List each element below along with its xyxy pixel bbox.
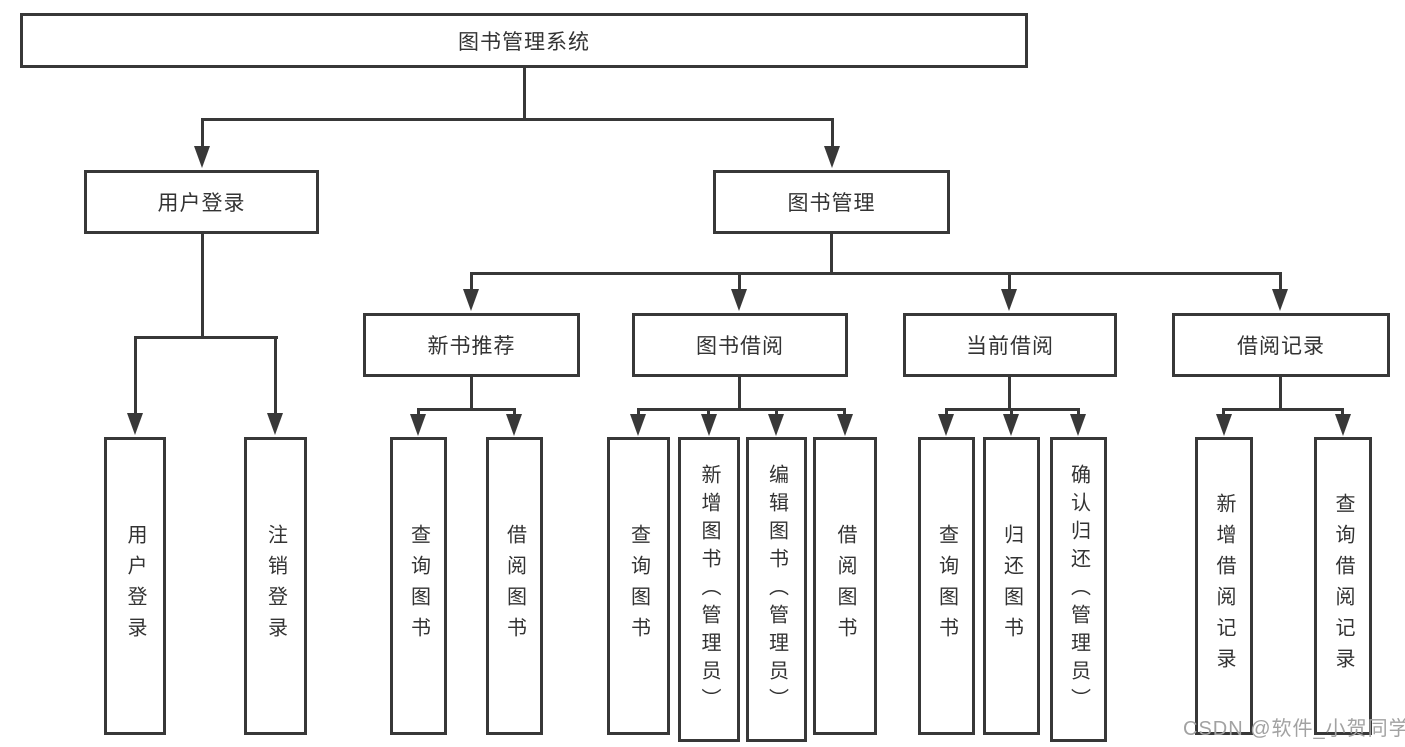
connector-drop-records — [1279, 272, 1282, 290]
arrow-r1 — [410, 414, 426, 436]
connector-root-branch — [201, 118, 834, 121]
connector-drop-borrow — [738, 272, 741, 290]
arrow-leaf-logout — [267, 413, 283, 435]
arrow-b2 — [701, 414, 717, 436]
arrow-c3 — [1070, 414, 1086, 436]
arrow-d1 — [1216, 414, 1232, 436]
connector-borrow-stem — [738, 377, 741, 408]
connector-current-stem — [1008, 377, 1011, 408]
node-borrow-records: 借阅记录 — [1172, 313, 1390, 377]
arrow-r2 — [506, 414, 522, 436]
arrow-c1 — [938, 414, 954, 436]
connector-recommend-stem — [470, 377, 473, 408]
leaf-add-books-admin: 新增图书（管理员） — [678, 437, 740, 742]
connector-drop-d1 — [1222, 408, 1225, 416]
leaf-borrow-books-recommend: 借阅图书 — [486, 437, 543, 735]
connector-borrow-branch — [637, 408, 846, 411]
connector-root-stem — [523, 68, 526, 118]
node-book-management: 图书管理 — [713, 170, 950, 234]
connector-drop-c1 — [945, 408, 948, 416]
leaf-user-login: 用户登录 — [104, 437, 166, 735]
leaf-query-borrow-record: 查询借阅记录 — [1314, 437, 1372, 735]
leaf-query-books-current: 查询图书 — [918, 437, 975, 735]
arrow-borrow — [731, 289, 747, 311]
connector-bookmgmt-branch — [470, 272, 1281, 275]
connector-drop-recommend — [470, 272, 473, 290]
connector-drop-c2 — [1010, 408, 1013, 416]
connector-drop-r1 — [417, 408, 420, 416]
leaf-borrow-books: 借阅图书 — [813, 437, 877, 735]
connector-records-stem — [1279, 377, 1282, 408]
leaf-confirm-return-admin: 确认归还（管理员） — [1050, 437, 1107, 742]
connector-drop-r2 — [513, 408, 516, 416]
leaf-query-books-recommend: 查询图书 — [390, 437, 447, 735]
connector-drop-d2 — [1341, 408, 1344, 416]
connector-drop-b2 — [707, 408, 710, 416]
connector-drop-leaf-login — [134, 336, 137, 414]
leaf-add-borrow-record: 新增借阅记录 — [1195, 437, 1253, 735]
connector-userlogin-branch — [134, 336, 278, 339]
connector-drop-book-management — [831, 118, 834, 148]
node-library-management-system: 图书管理系统 — [20, 13, 1028, 68]
arrow-c2 — [1003, 414, 1019, 436]
leaf-return-books: 归还图书 — [983, 437, 1040, 735]
connector-drop-current — [1008, 272, 1011, 290]
arrow-b1 — [630, 414, 646, 436]
watermark: CSDN @软件_小贺同学 — [1183, 718, 1405, 740]
connector-records-branch — [1223, 408, 1344, 411]
node-current-borrow: 当前借阅 — [903, 313, 1117, 377]
arrow-leaf-login — [127, 413, 143, 435]
connector-recommend-branch — [417, 408, 516, 411]
arrow-current — [1001, 289, 1017, 311]
node-user-login: 用户登录 — [84, 170, 319, 234]
arrow-b3 — [768, 414, 784, 436]
connector-bookmgmt-stem — [830, 234, 833, 272]
arrow-d2 — [1335, 414, 1351, 436]
node-new-book-recommend: 新书推荐 — [363, 313, 580, 377]
connector-drop-b4 — [843, 408, 846, 416]
connector-drop-user-login — [201, 118, 204, 148]
leaf-query-books-borrow: 查询图书 — [607, 437, 670, 735]
arrow-book-management — [824, 146, 840, 168]
connector-drop-b3 — [775, 408, 778, 416]
arrow-recommend — [463, 289, 479, 311]
connector-drop-b1 — [637, 408, 640, 416]
connector-drop-leaf-logout — [274, 336, 277, 414]
connector-drop-c3 — [1077, 408, 1080, 416]
arrow-b4 — [837, 414, 853, 436]
leaf-logout-login: 注销登录 — [244, 437, 307, 735]
arrow-records — [1272, 289, 1288, 311]
node-book-borrow: 图书借阅 — [632, 313, 848, 377]
connector-userlogin-stem — [201, 234, 204, 336]
arrow-user-login — [194, 146, 210, 168]
leaf-edit-books-admin: 编辑图书（管理员） — [746, 437, 807, 742]
